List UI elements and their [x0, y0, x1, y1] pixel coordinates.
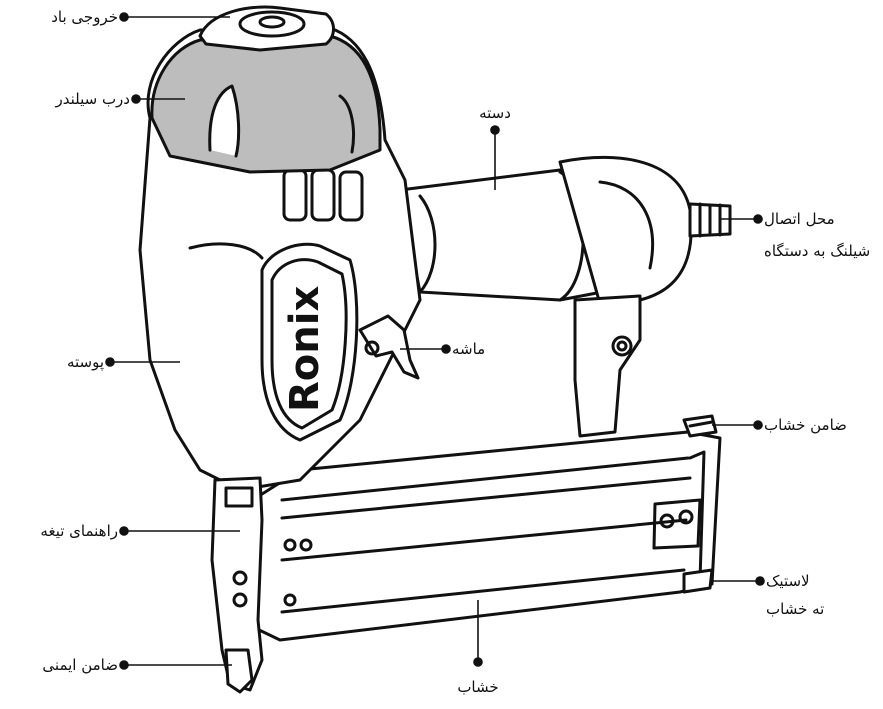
rear-leg-part — [573, 294, 642, 438]
label-cylinder-cap: درب سیلندر — [55, 90, 130, 108]
label-magazine-rubber-2: ته خشاب — [766, 600, 825, 618]
handle-part — [398, 155, 693, 306]
brand-logo: Ronix — [282, 286, 328, 412]
magazine-latch-part — [682, 414, 718, 438]
label-magazine-latch: ضامن خشاب — [764, 416, 847, 434]
magazine-part — [238, 430, 722, 642]
hose-connector-part — [688, 202, 732, 238]
label-housing: پوسته — [66, 353, 104, 371]
label-hose-connector-2: شیلنگ به دستگاه — [764, 242, 871, 260]
label-magazine-rubber-1: لاستیک — [766, 572, 810, 590]
label-blade-guide: راهنمای تیغه — [40, 522, 118, 540]
safety-latch-part — [224, 648, 254, 694]
label-magazine: خشاب — [457, 678, 499, 696]
label-safety-latch: ضامن ایمنی — [42, 656, 118, 674]
trigger-part — [358, 314, 420, 380]
label-air-outlet: خروجی باد — [51, 8, 118, 26]
magazine-rubber-part — [682, 568, 714, 594]
label-trigger: ماشه — [452, 340, 486, 358]
label-handle: دسته — [479, 104, 511, 122]
cylinder-cap-part — [150, 34, 382, 174]
label-hose-connector-1: محل اتصال — [764, 210, 835, 228]
air-outlet-part — [198, 5, 335, 52]
